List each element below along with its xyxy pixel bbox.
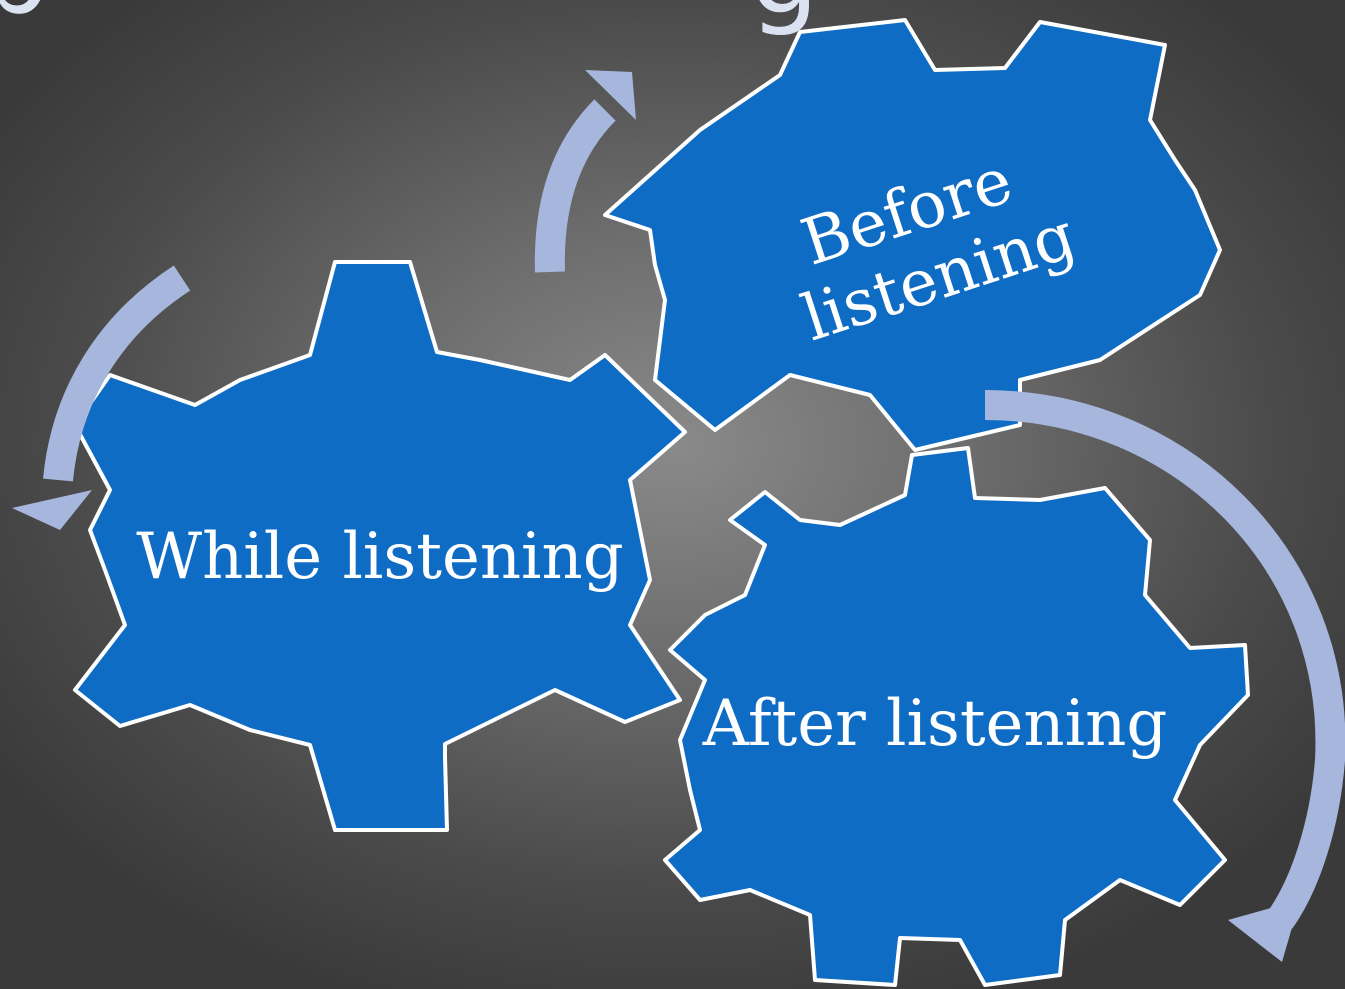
arrow-to-before (534, 70, 636, 273)
gear-before-listening: Before listening (603, 18, 1222, 452)
gear-after-listening: After listening (663, 446, 1250, 987)
gear-while-listening: While listening (73, 260, 687, 832)
gear-label-after: After listening (702, 687, 1168, 761)
gear-label-while: While listening (136, 520, 623, 594)
slide-title: p g g (0, 0, 1345, 38)
arrow-to-after (984, 390, 1345, 962)
arrow-to-while (12, 265, 191, 530)
